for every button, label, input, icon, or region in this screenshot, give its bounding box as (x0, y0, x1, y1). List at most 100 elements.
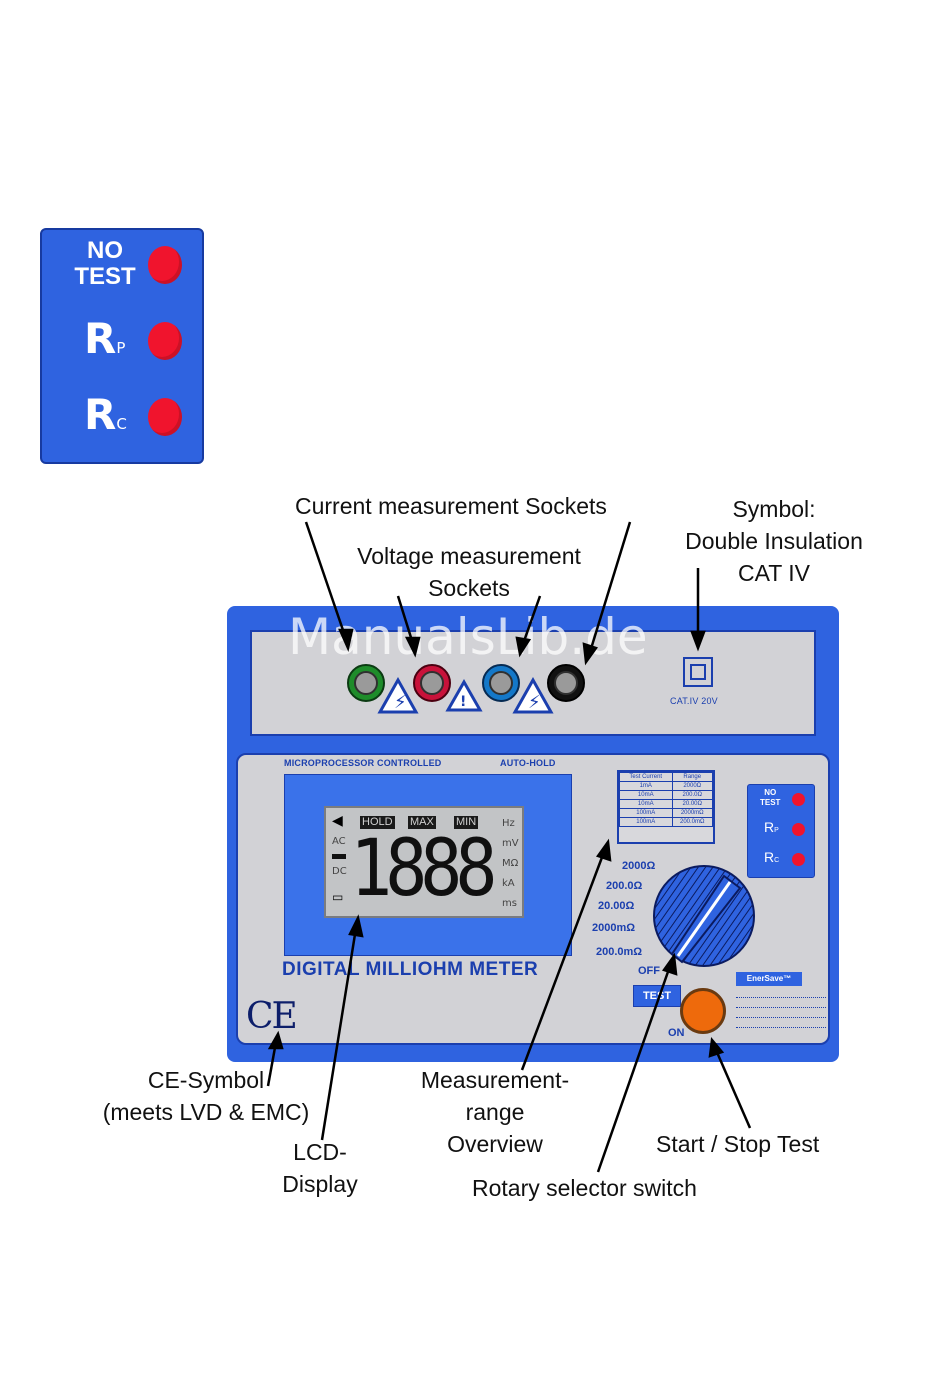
mini-rc: RC (764, 849, 779, 865)
lcd-dc: DC (332, 866, 347, 877)
pointer-line (266, 1041, 278, 1087)
microprocessor-text: MICROPROCESSOR CONTROLLED (284, 758, 442, 768)
mini-indicator-panel: NO TEST RP RC (747, 784, 815, 878)
arrow-head (338, 628, 354, 652)
pointer-line (714, 1049, 752, 1129)
lcd-dc-bar (332, 854, 346, 859)
dial-pos-200mohm: 200.0mΩ (596, 946, 643, 958)
mini-rc-lamp (792, 853, 805, 866)
rc-subscript: C (116, 415, 127, 433)
svg-text:⚡: ⚡ (528, 692, 541, 713)
label-range-line3: Overview (447, 1131, 543, 1157)
double-insulation-icon (683, 657, 713, 687)
pointer-line (520, 851, 606, 1071)
socket-green[interactable] (347, 664, 385, 702)
lcd-max: MAX (408, 816, 436, 829)
range-cell: 200.0mΩ (671, 817, 714, 827)
lcd-unit-list: Hz mV MΩ kA ms (502, 814, 519, 914)
auto-hold-text: AUTO-HOLD (500, 758, 556, 768)
svg-text:!: ! (460, 694, 466, 710)
mini-test-label: TEST (760, 798, 781, 807)
test-button[interactable]: TEST (633, 985, 681, 1007)
label-symbol: Symbol: Double Insulation CAT IV (668, 493, 880, 589)
label-range-line2: range (465, 1099, 525, 1125)
dial-pos-20ohm: 20.00Ω (598, 900, 635, 912)
socket-blue[interactable] (482, 664, 520, 702)
lcd-unit-hz: Hz (502, 818, 515, 829)
range-table: Test Current Range 1mA 2000Ω 10mA 200.0Ω… (617, 770, 715, 844)
arrow-head (661, 952, 678, 976)
arrow-head (690, 630, 706, 652)
enersave-notes (736, 990, 826, 1028)
label-voltage-line2: Sockets (428, 575, 510, 601)
arrow-head (582, 642, 599, 666)
label-rotary: Rotary selector switch (472, 1175, 697, 1201)
lcd-unit-ka: kA (502, 878, 515, 889)
mini-rp: RP (764, 819, 779, 835)
lcd-ac: AC (332, 836, 346, 847)
ce-mark: CE (246, 996, 298, 1037)
arrow-head (708, 1036, 725, 1058)
mini-rc-sub: C (774, 857, 780, 864)
dial-pos-200ohm: 200.0Ω (606, 880, 643, 892)
pointer-line (596, 965, 672, 1173)
arrow-head (267, 1030, 284, 1050)
socket-red[interactable] (413, 664, 451, 702)
arrow-head (348, 914, 364, 938)
label-symbol-line3: CAT IV (738, 560, 810, 586)
meter-title: DIGITAL MILLIOHM METER (282, 959, 539, 980)
lcd-display: ◀ HOLD MAX MIN AC DC ▭ 1888 Hz mV MΩ kA … (324, 806, 524, 918)
arrow-head (515, 636, 532, 658)
arrow-head (595, 838, 612, 862)
lcd-unit-mohm: MΩ (502, 858, 519, 869)
dial-pos-2000mohm: 2000mΩ (592, 922, 636, 934)
svg-text:⚡: ⚡ (394, 692, 407, 713)
label-symbol-line1: Symbol: (732, 496, 816, 522)
socket-black[interactable] (547, 664, 585, 702)
no-test-lamp (148, 246, 182, 284)
mini-no-label: NO (764, 788, 777, 797)
battery-icon: ▭ (332, 890, 344, 904)
mini-no-test-lamp (792, 793, 805, 806)
label-lcd-line2: Display (282, 1171, 358, 1197)
pointer-line (304, 521, 347, 637)
enersave-label: EnerSave™ (736, 972, 802, 986)
rc-lamp (148, 398, 182, 436)
pointer-line (320, 927, 358, 1141)
warning-triangle-icon: ⚡ (512, 676, 554, 714)
label-lcd-line1: LCD- (293, 1139, 347, 1165)
start-stop-button[interactable] (680, 988, 726, 1034)
mini-rp-sub: P (774, 827, 779, 834)
label-range-line1: Measurement- (420, 1067, 570, 1093)
label-current-sockets: Current measurement Sockets (295, 493, 607, 519)
on-label: ON (668, 1027, 685, 1039)
cat-iv-text: CAT.IV 20V (670, 696, 718, 706)
mini-rp-letter: R (764, 819, 775, 835)
mini-rc-letter: R (764, 849, 775, 865)
label-ce-symbol: CE-Symbol (meets LVD & EMC) (88, 1064, 324, 1128)
label-voltage-line1: Voltage measurement (357, 543, 581, 569)
rotary-selector-switch[interactable] (650, 862, 758, 970)
lcd-unit-ms: ms (502, 898, 517, 909)
mini-no-test: NO TEST (760, 788, 780, 808)
label-voltage-sockets: Voltage measurement Sockets (340, 540, 598, 604)
rp-letter: R (84, 314, 117, 363)
dial-pos-2000ohm: 2000Ω (622, 860, 656, 872)
dial-pos-off: OFF (638, 965, 660, 977)
no-label: NO (87, 237, 123, 264)
lcd-digits: 1888 (350, 824, 497, 914)
label-start-stop: Start / Stop Test (656, 1131, 820, 1157)
lcd-hold: HOLD (360, 816, 395, 829)
indicator-panel: NO TEST RP RC (40, 228, 204, 464)
rp-lamp (148, 322, 182, 360)
lcd-min: MIN (454, 816, 479, 829)
pointer-line (521, 595, 542, 645)
table-row: 100mA 200.0mΩ (619, 817, 714, 827)
label-lcd: LCD- Display (270, 1136, 370, 1200)
pointer-line (588, 521, 632, 653)
test-label: TEST (74, 263, 136, 290)
no-test-label: NO TEST (70, 238, 140, 290)
mini-rp-lamp (792, 823, 805, 836)
lcd-unit-mv: mV (502, 838, 519, 849)
